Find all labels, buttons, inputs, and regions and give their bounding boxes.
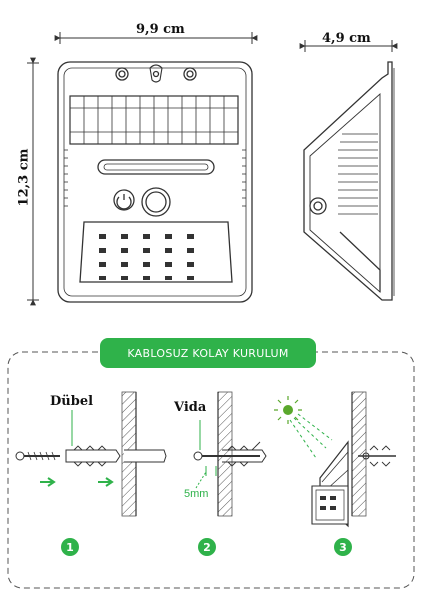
- installation-title-banner: KABLOSUZ KOLAY KURULUM: [100, 338, 316, 368]
- step-number-3: 3: [334, 538, 352, 556]
- step3-illustration: [274, 391, 396, 528]
- installation-frame: [7, 351, 415, 589]
- depth-dimension: [299, 40, 398, 52]
- height-label: 12,3 cm: [16, 148, 32, 207]
- step-number-2: 2: [198, 538, 216, 556]
- width-label: 9,9 cm: [136, 22, 185, 37]
- lamp-front-view: [57, 61, 253, 303]
- installation-title: KABLOSUZ KOLAY KURULUM: [127, 346, 289, 360]
- step2-illustration: [193, 391, 267, 517]
- step1-illustration: [15, 391, 167, 517]
- height-dimension: [27, 57, 39, 306]
- width-dimension: [54, 32, 258, 44]
- depth-label: 4,9 cm: [322, 31, 371, 46]
- led-array: [99, 234, 194, 280]
- screw-label: Vida: [174, 400, 207, 415]
- dowel-label: Dübel: [50, 394, 94, 409]
- gap-label: 5mm: [184, 488, 209, 500]
- lamp-side-view: [303, 61, 395, 301]
- step-number-1: 1: [61, 538, 79, 556]
